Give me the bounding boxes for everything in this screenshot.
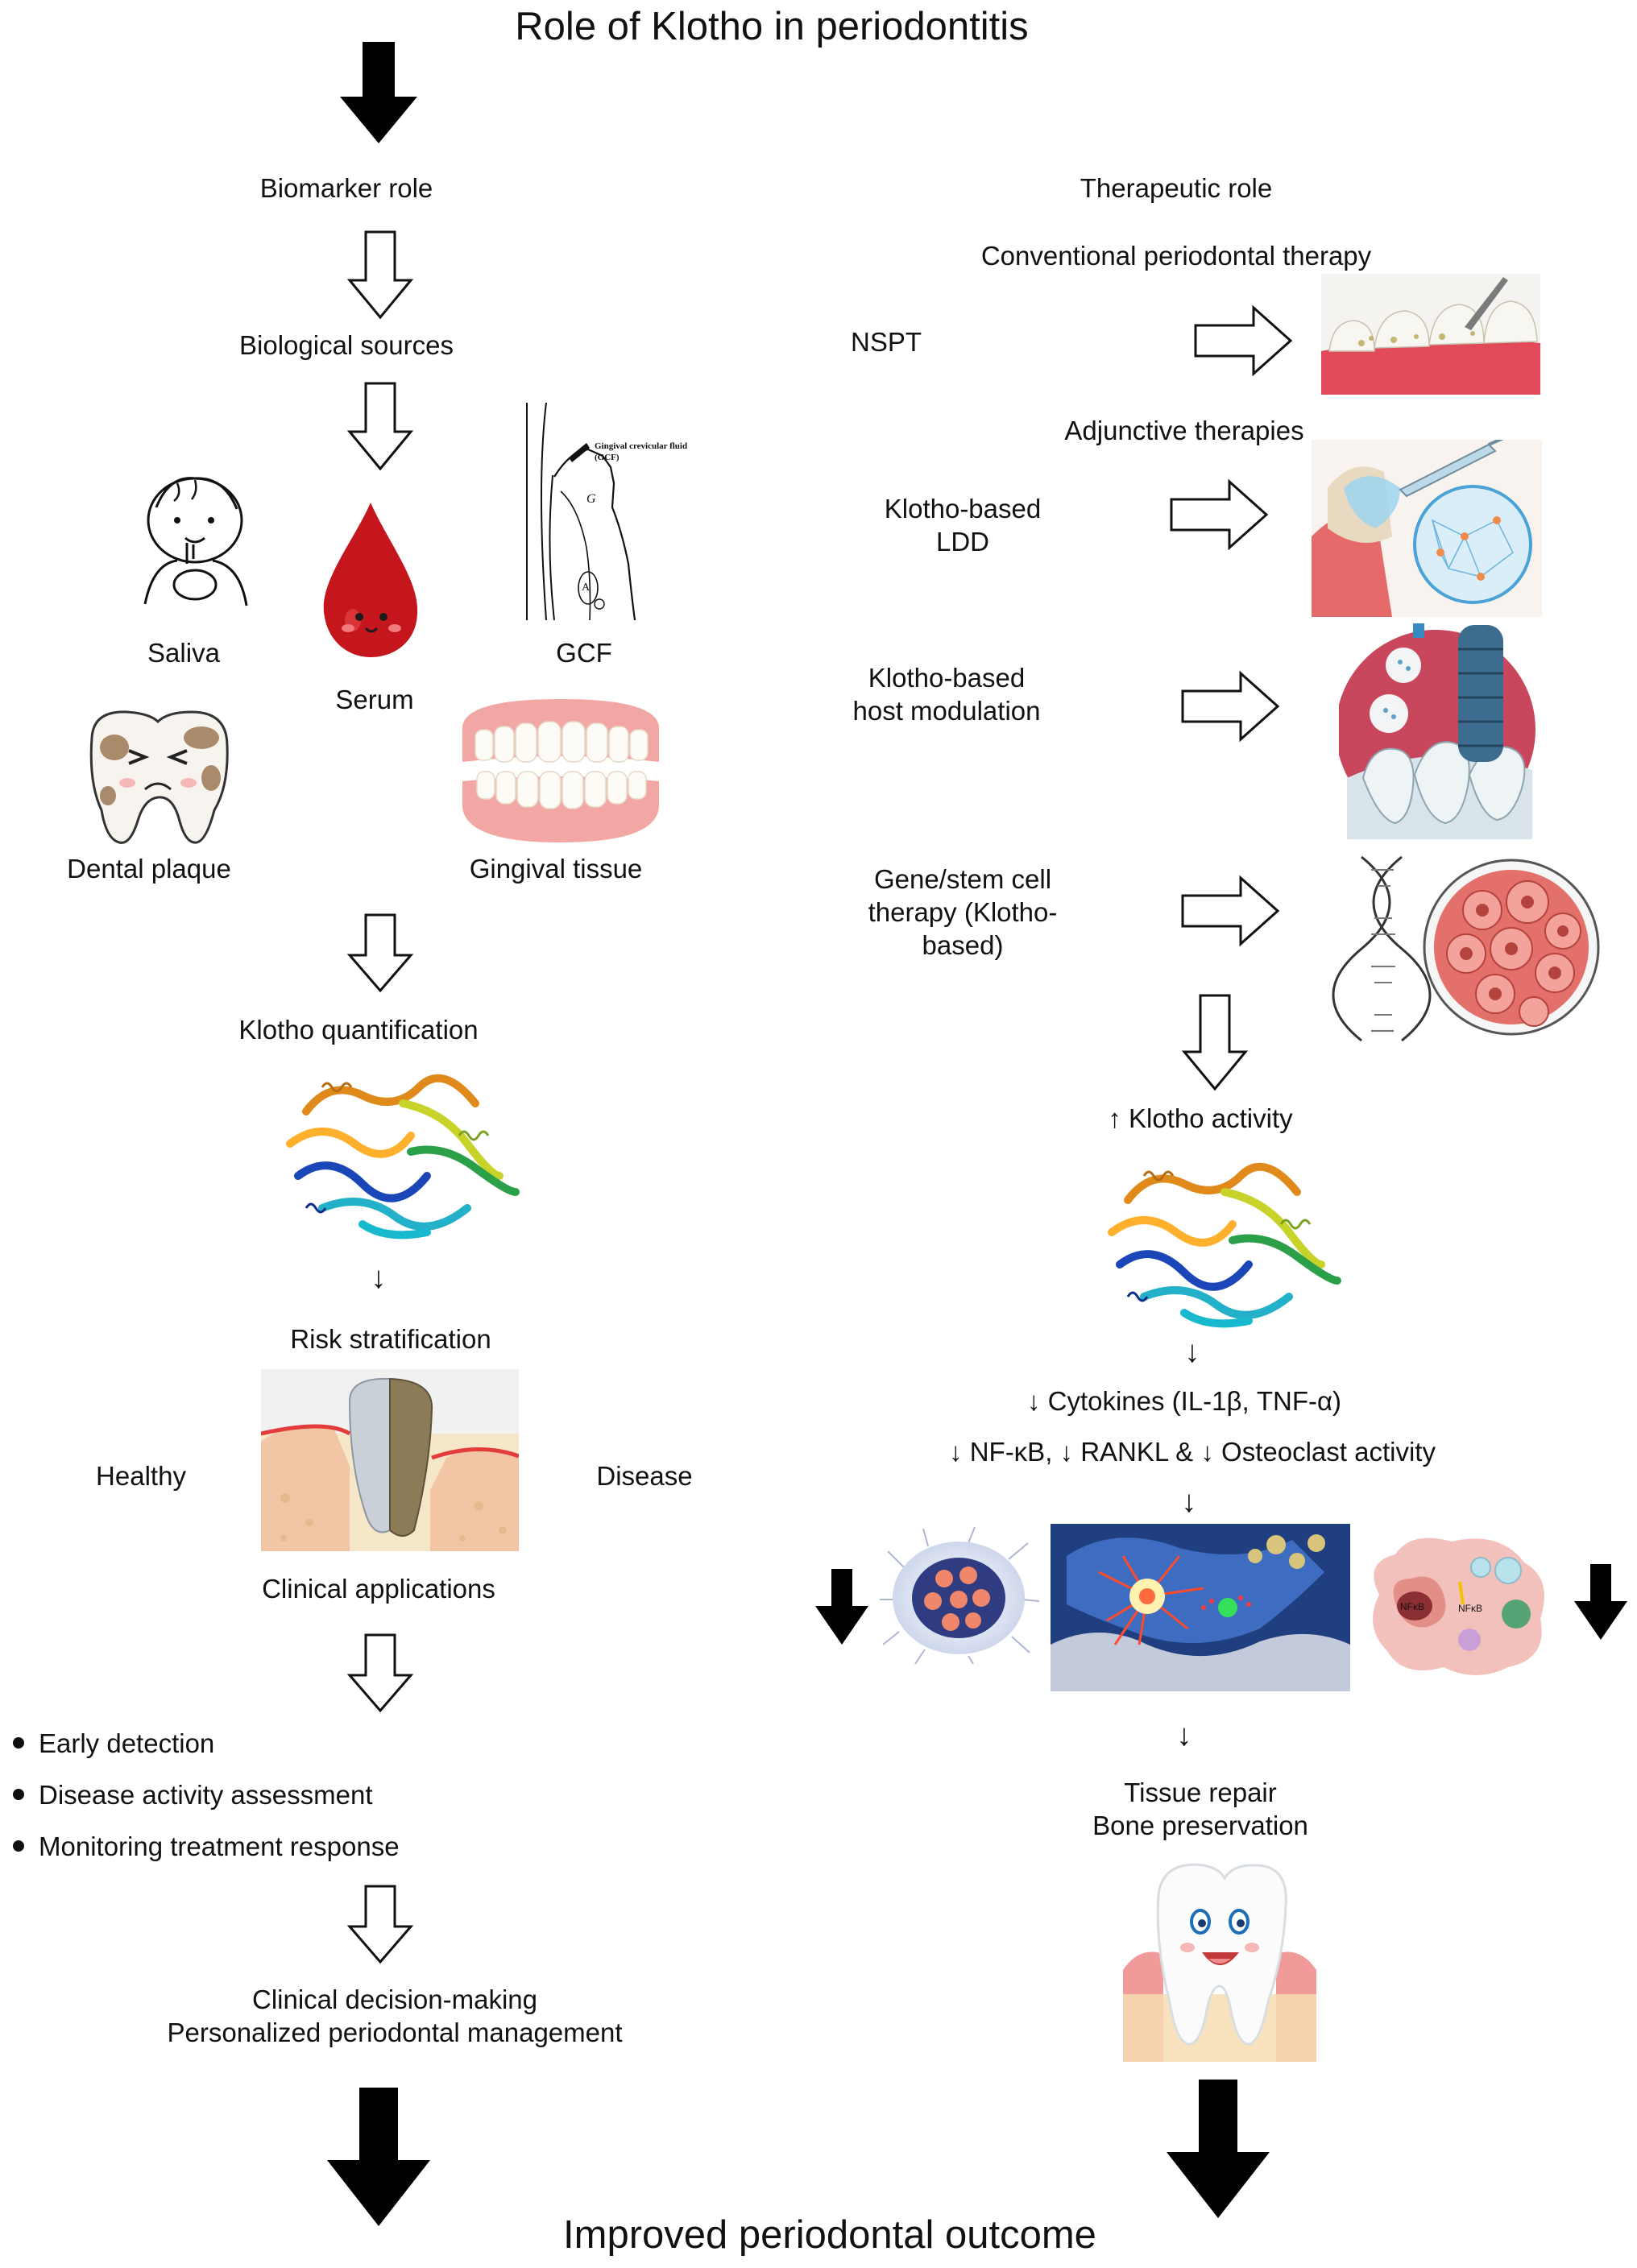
klotho-ldd-line-2: LDD <box>935 527 990 557</box>
diagram-title: Role of Klotho in periodontitis <box>515 5 1029 48</box>
disease-label: Disease <box>596 1461 693 1491</box>
bone-preservation-label: Bone preservation <box>1092 1811 1308 1840</box>
conventional-therapy-label: Conventional periodontal therapy <box>980 241 1372 271</box>
gene-therapy-line-1: Gene/stem cell <box>873 864 1052 894</box>
tissue-repair-label: Tissue repair <box>1124 1778 1277 1807</box>
healthy-label: Healthy <box>96 1461 186 1491</box>
gingival-tissue-label: Gingival tissue <box>469 854 643 884</box>
down-arrow-black-right <box>1167 2080 1270 2218</box>
gcf-tooth-schematic: Gingival crevicular fluid (GCF) G A <box>522 403 715 625</box>
klotho-host-modulation-image <box>1339 617 1537 839</box>
down-arrow-outline-2 <box>346 382 414 471</box>
small-down-arrow-right-1: ↓ <box>1184 1335 1200 1369</box>
saliva-child-drawing <box>143 477 248 606</box>
klotho-host-line-1: Klotho-based <box>868 663 1026 693</box>
down-arrow-outline-5 <box>346 1885 414 1964</box>
right-arrow-outline-gene <box>1181 875 1280 947</box>
cytokines-label: ↓ Cytokines (IL-1β, TNF-α) <box>1026 1386 1342 1416</box>
klotho-ldd-hydrogel-image <box>1312 440 1542 617</box>
small-down-arrow-right-2: ↓ <box>1181 1485 1197 1519</box>
right-arrow-outline-host <box>1181 670 1280 743</box>
klotho-host-line-2: host modulation <box>852 696 1041 726</box>
gcf-inset-a: A <box>582 581 591 594</box>
down-arrow-black-left <box>327 2088 430 2226</box>
nfkb-badge-2: NFκB <box>1458 1603 1482 1614</box>
osteoclast-cell-image <box>880 1527 1039 1664</box>
right-arrow-outline-ldd <box>1170 478 1269 551</box>
gcf-label: GCF <box>556 638 612 668</box>
biological-sources-label: Biological sources <box>239 330 454 360</box>
improved-outcome-label: Improved periodontal outcome <box>563 2213 1096 2257</box>
klotho-protein-structure-left <box>286 1074 520 1240</box>
right-arrow-outline-nspt <box>1194 304 1293 377</box>
nfkb-rankl-osteoclast-label: ↓ NF-κB, ↓ RANKL & ↓ Osteoclast activity <box>949 1437 1436 1467</box>
gingival-tissue-dentures <box>462 699 659 842</box>
down-arrow-black-title <box>340 42 417 143</box>
dental-plaque-label: Dental plaque <box>67 854 231 884</box>
down-arrow-outline-3 <box>346 913 414 993</box>
gcf-inset-label-1: Gingival crevicular fluid <box>595 441 688 451</box>
list-item: Monitoring treatment response <box>11 1831 400 1882</box>
list-item: Disease activity assessment <box>11 1779 400 1831</box>
klotho-ldd-line-1: Klotho-based <box>884 494 1042 524</box>
therapeutic-role-heading: Therapeutic role <box>1080 173 1273 203</box>
clinical-decision-line-1: Clinical decision-making <box>252 1984 537 2014</box>
nfkb-badge-1: NFκB <box>1400 1601 1424 1612</box>
down-arrow-outline-4 <box>346 1633 414 1713</box>
gcf-inset-g: G <box>586 492 596 506</box>
klotho-quantification-label: Klotho quantification <box>238 1015 479 1045</box>
klotho-activity-label: ↑ Klotho activity <box>1108 1103 1293 1133</box>
down-arrow-black-small-left <box>815 1569 868 1645</box>
gene-therapy-line-2: therapy (Klotho- <box>868 897 1058 927</box>
serum-blood-drop <box>323 503 418 657</box>
small-down-arrow-right-3: ↓ <box>1176 1719 1192 1753</box>
healthy-vs-disease-tooth-image <box>261 1369 519 1551</box>
nspt-label: NSPT <box>850 327 922 357</box>
down-arrow-outline-right <box>1181 994 1249 1091</box>
clinical-decision-line-2: Personalized periodontal management <box>167 2018 623 2047</box>
serum-label: Serum <box>335 685 414 714</box>
klotho-protein-structure-right <box>1108 1162 1341 1328</box>
bone-resorption-image <box>1051 1524 1350 1691</box>
adjunctive-therapies-label: Adjunctive therapies <box>1064 416 1304 445</box>
nfkb-cell-image: NFκB NFκB <box>1363 1530 1553 1678</box>
gene-therapy-line-3: based) <box>922 930 1004 960</box>
gcf-inset-label-2: (GCF) <box>595 453 620 462</box>
biomarker-role-heading: Biomarker role <box>259 173 433 203</box>
dental-plaque-tooth <box>89 710 229 844</box>
risk-stratification-label: Risk stratification <box>290 1324 491 1354</box>
nspt-scaling-image <box>1321 274 1540 395</box>
dna-stem-cell-image <box>1332 855 1600 1042</box>
list-item: Early detection <box>11 1728 400 1779</box>
small-down-arrow-left-1: ↓ <box>371 1261 387 1295</box>
down-arrow-outline-1 <box>346 230 414 320</box>
clinical-applications-label: Clinical applications <box>262 1574 495 1604</box>
clinical-applications-list: Early detection Disease activity assessm… <box>11 1728 400 1882</box>
happy-tooth-image <box>1123 1863 1316 2062</box>
down-arrow-black-small-right <box>1574 1564 1627 1640</box>
saliva-label: Saliva <box>147 638 220 668</box>
